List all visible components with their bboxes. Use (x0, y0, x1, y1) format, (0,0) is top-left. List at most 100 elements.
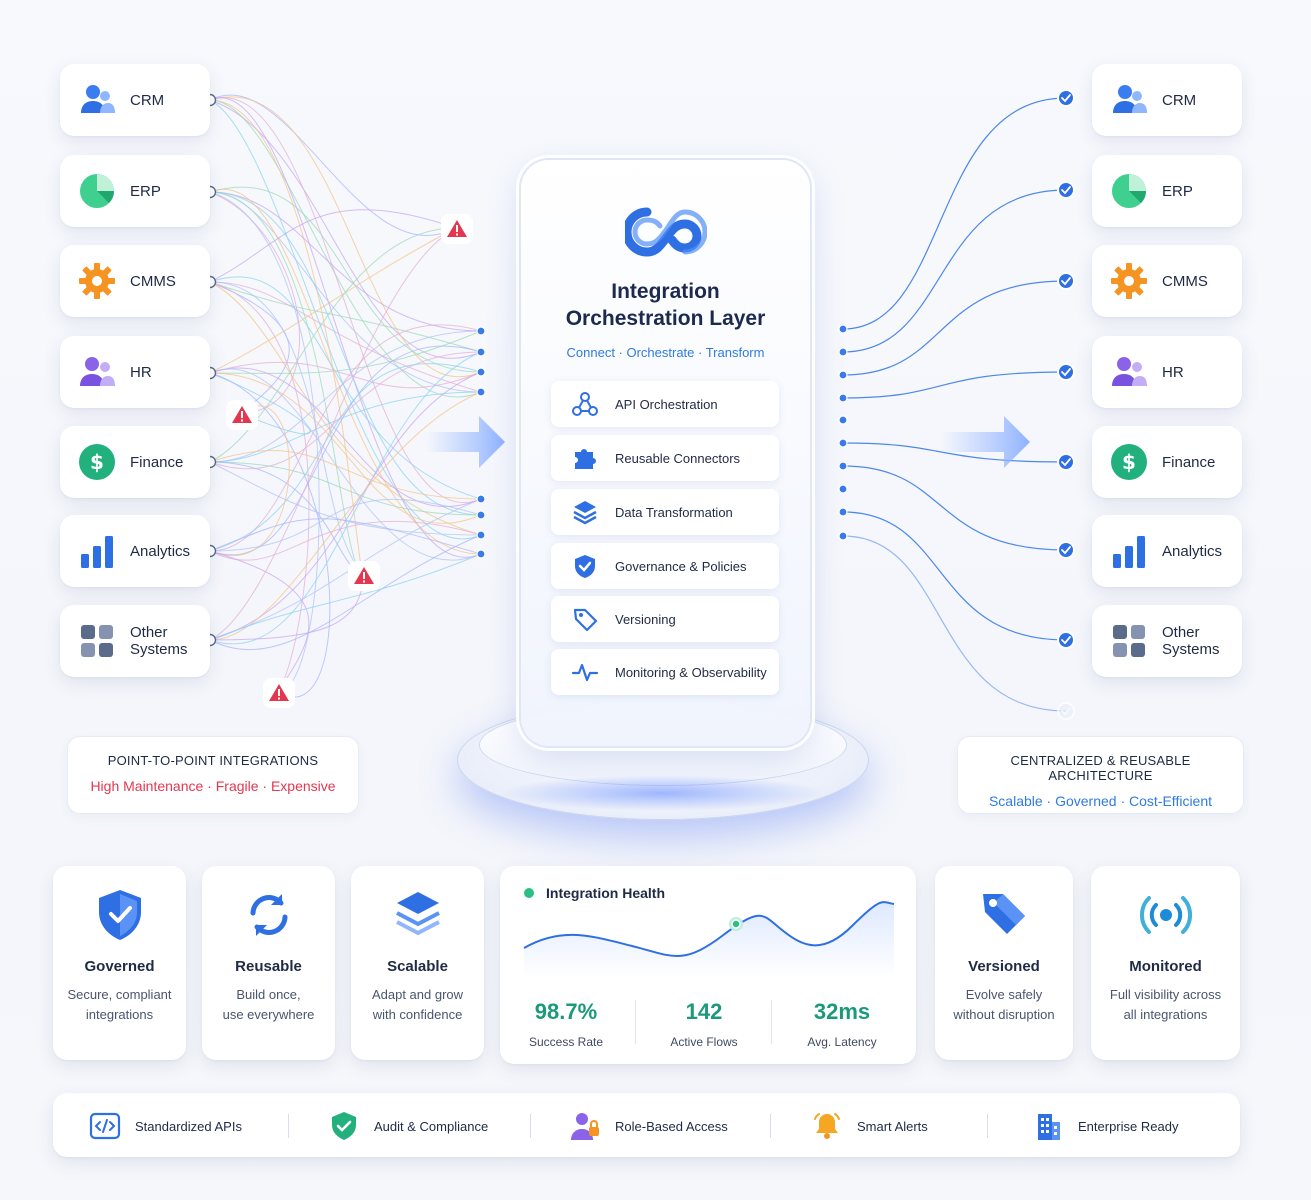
check-connector-icon (1057, 181, 1075, 199)
point-to-point-wire (209, 99, 482, 398)
point-to-point-wire (209, 99, 365, 578)
hub-output-port (838, 507, 848, 517)
hub-output-port (838, 438, 848, 448)
feature-versioning[interactable]: Versioning (551, 596, 779, 642)
hub-input-port (476, 347, 486, 357)
hub-output-port (838, 393, 848, 403)
status-dot (524, 888, 534, 898)
hub-input-port (476, 367, 486, 377)
capability-enterprise-ready: Enterprise Ready (1032, 1110, 1178, 1142)
warning-icon (441, 214, 473, 244)
checkmark-icon (1061, 94, 1071, 103)
centralized-wire (842, 535, 1067, 712)
pie-chart-icon (1112, 174, 1146, 208)
bell-icon (814, 1113, 840, 1139)
feature-reusable-connectors[interactable]: Reusable Connectors (551, 435, 779, 481)
grid-icon (1113, 625, 1145, 657)
caption-subtitle: High Maintenance · Fragile · Expensive (90, 778, 336, 794)
check-connector-icon (1057, 89, 1075, 107)
benefit-reusable: Reusable Build once,use everywhere (202, 866, 335, 1060)
bar-chart-icon (1113, 536, 1145, 568)
feature-governance-policies[interactable]: Governance & Policies (551, 543, 779, 589)
dollar-icon: $ (1111, 444, 1147, 480)
gear-icon (1111, 263, 1147, 299)
users-icon (81, 85, 115, 113)
right-system-hr[interactable]: HR (1092, 336, 1242, 408)
flow-arrow-left-icon (425, 416, 505, 468)
health-title: Integration Health (546, 885, 666, 901)
left-system-other[interactable]: Other Systems (60, 605, 210, 677)
feature-data-transformation[interactable]: Data Transformation (551, 489, 779, 535)
network-nodes-icon (572, 392, 598, 416)
check-connector-icon (1057, 631, 1075, 649)
point-to-point-wire (209, 281, 482, 353)
right-system-erp[interactable]: ERP (1092, 155, 1242, 227)
metric-success-rate: 98.7% Success Rate (510, 999, 622, 1049)
left-system-cmms[interactable]: CMMS (60, 245, 210, 317)
bar-chart-icon (81, 536, 113, 568)
tag-icon (573, 608, 598, 632)
centralized-caption: CENTRALIZED & REUSABLE ARCHITECTURE Scal… (958, 737, 1243, 813)
left-system-analytics[interactable]: Analytics (60, 515, 210, 587)
system-label: CRM (1162, 91, 1197, 109)
capability-label: Smart Alerts (857, 1118, 928, 1134)
point-to-point-wire (209, 227, 457, 374)
capability-label: Enterprise Ready (1078, 1118, 1179, 1134)
shield-check-icon (332, 1112, 356, 1140)
point-to-point-caption: POINT-TO-POINT INTEGRATIONS High Mainten… (68, 737, 358, 813)
left-system-finance[interactable]: $ Finance (60, 426, 210, 498)
hub-input-port (476, 549, 486, 559)
right-system-cmms[interactable]: CMMS (1092, 245, 1242, 317)
feature-label: Governance & Policies (615, 558, 747, 574)
right-system-crm[interactable]: CRM (1092, 64, 1242, 136)
integration-health-panel: Integration Health 98.7% Success Rate 14… (500, 866, 916, 1064)
left-system-erp[interactable]: ERP (60, 155, 210, 227)
layers-icon (573, 501, 597, 525)
hub-output-port (838, 370, 848, 380)
benefit-desc: Build once,use everywhere (222, 987, 315, 1022)
check-connector-icon (1057, 363, 1075, 381)
divider (288, 1114, 289, 1138)
caption-subtitle: Scalable · Governed · Cost-Efficient (988, 793, 1213, 809)
hub-output-port (838, 484, 848, 494)
divider (770, 1114, 771, 1138)
system-label: Other Systems (130, 624, 188, 658)
capability-smart-alerts: Smart Alerts (811, 1110, 928, 1142)
point-to-point-wire (209, 94, 457, 236)
centralized-wire (842, 189, 1067, 353)
point-to-point-wire (209, 573, 365, 641)
centralized-wire (842, 511, 1067, 641)
system-label: Analytics (1162, 542, 1223, 560)
system-label: Finance (1162, 453, 1216, 471)
checkmark-icon (1061, 707, 1071, 716)
benefit-title: Governed (84, 958, 155, 975)
point-to-point-wire (209, 99, 482, 540)
right-system-finance[interactable]: $ Finance (1092, 426, 1242, 498)
point-to-point-wire (209, 281, 482, 393)
warning-icon (226, 400, 258, 430)
metric-value: 142 (685, 999, 723, 1024)
point-to-point-wire (209, 518, 482, 555)
pie-chart-icon (80, 174, 114, 208)
left-system-hr[interactable]: HR (60, 336, 210, 408)
metric-label: Active Flows (670, 1035, 738, 1049)
system-label: CMMS (130, 272, 176, 290)
checkmark-icon (1061, 458, 1071, 467)
right-system-other[interactable]: Other Systems (1092, 605, 1242, 677)
user-lock-icon (571, 1113, 599, 1140)
checkmark-icon (1061, 186, 1071, 195)
benefit-title: Versioned (968, 958, 1040, 975)
benefit-title: Reusable (235, 958, 302, 975)
system-label: Other Systems (1162, 624, 1220, 658)
feature-api-orchestration[interactable]: API Orchestration (551, 381, 779, 427)
right-system-analytics[interactable]: Analytics (1092, 515, 1242, 587)
left-system-crm[interactable]: CRM (60, 64, 210, 136)
point-to-point-wire (209, 191, 482, 332)
feature-monitoring[interactable]: Monitoring & Observability (551, 649, 779, 695)
system-label: HR (130, 363, 152, 381)
warning-icon (348, 561, 380, 591)
feature-label: API Orchestration (615, 396, 718, 412)
capability-audit-compliance: Audit & Compliance (328, 1110, 488, 1142)
system-label: HR (1162, 363, 1184, 381)
